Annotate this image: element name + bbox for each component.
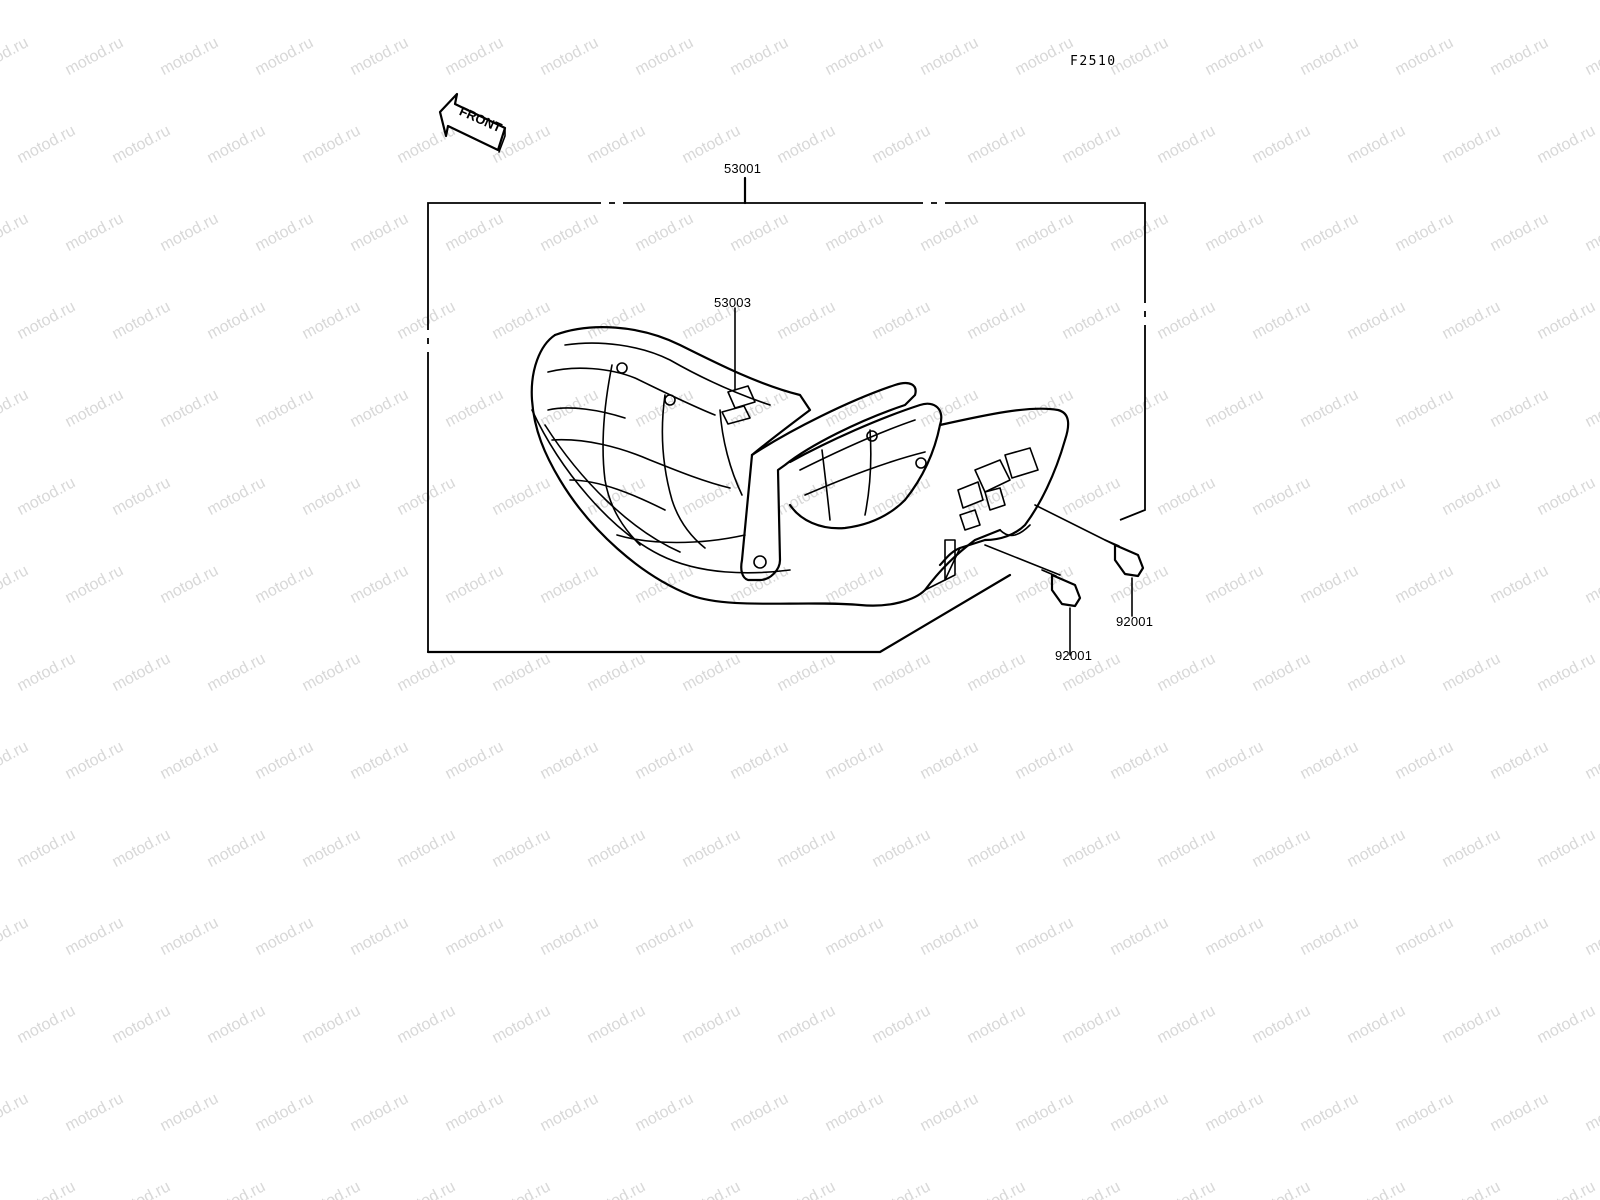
- label-bolt-right: 92001: [1116, 614, 1154, 629]
- bolt-left-icon: [984, 544, 1082, 656]
- label-seat-cover: 53003: [714, 295, 752, 310]
- seat-illustration: [530, 326, 1070, 607]
- front-arrow-icon: FRONT: [438, 92, 507, 153]
- front-arrow-label: FRONT: [457, 103, 504, 135]
- assembly-frame: [426, 176, 1146, 654]
- figure-code: F2510: [1070, 54, 1117, 69]
- bolt-right-icon: [1034, 504, 1145, 617]
- label-bolt-left: 92001: [1055, 648, 1093, 663]
- label-seat-assembly: 53001: [724, 161, 762, 176]
